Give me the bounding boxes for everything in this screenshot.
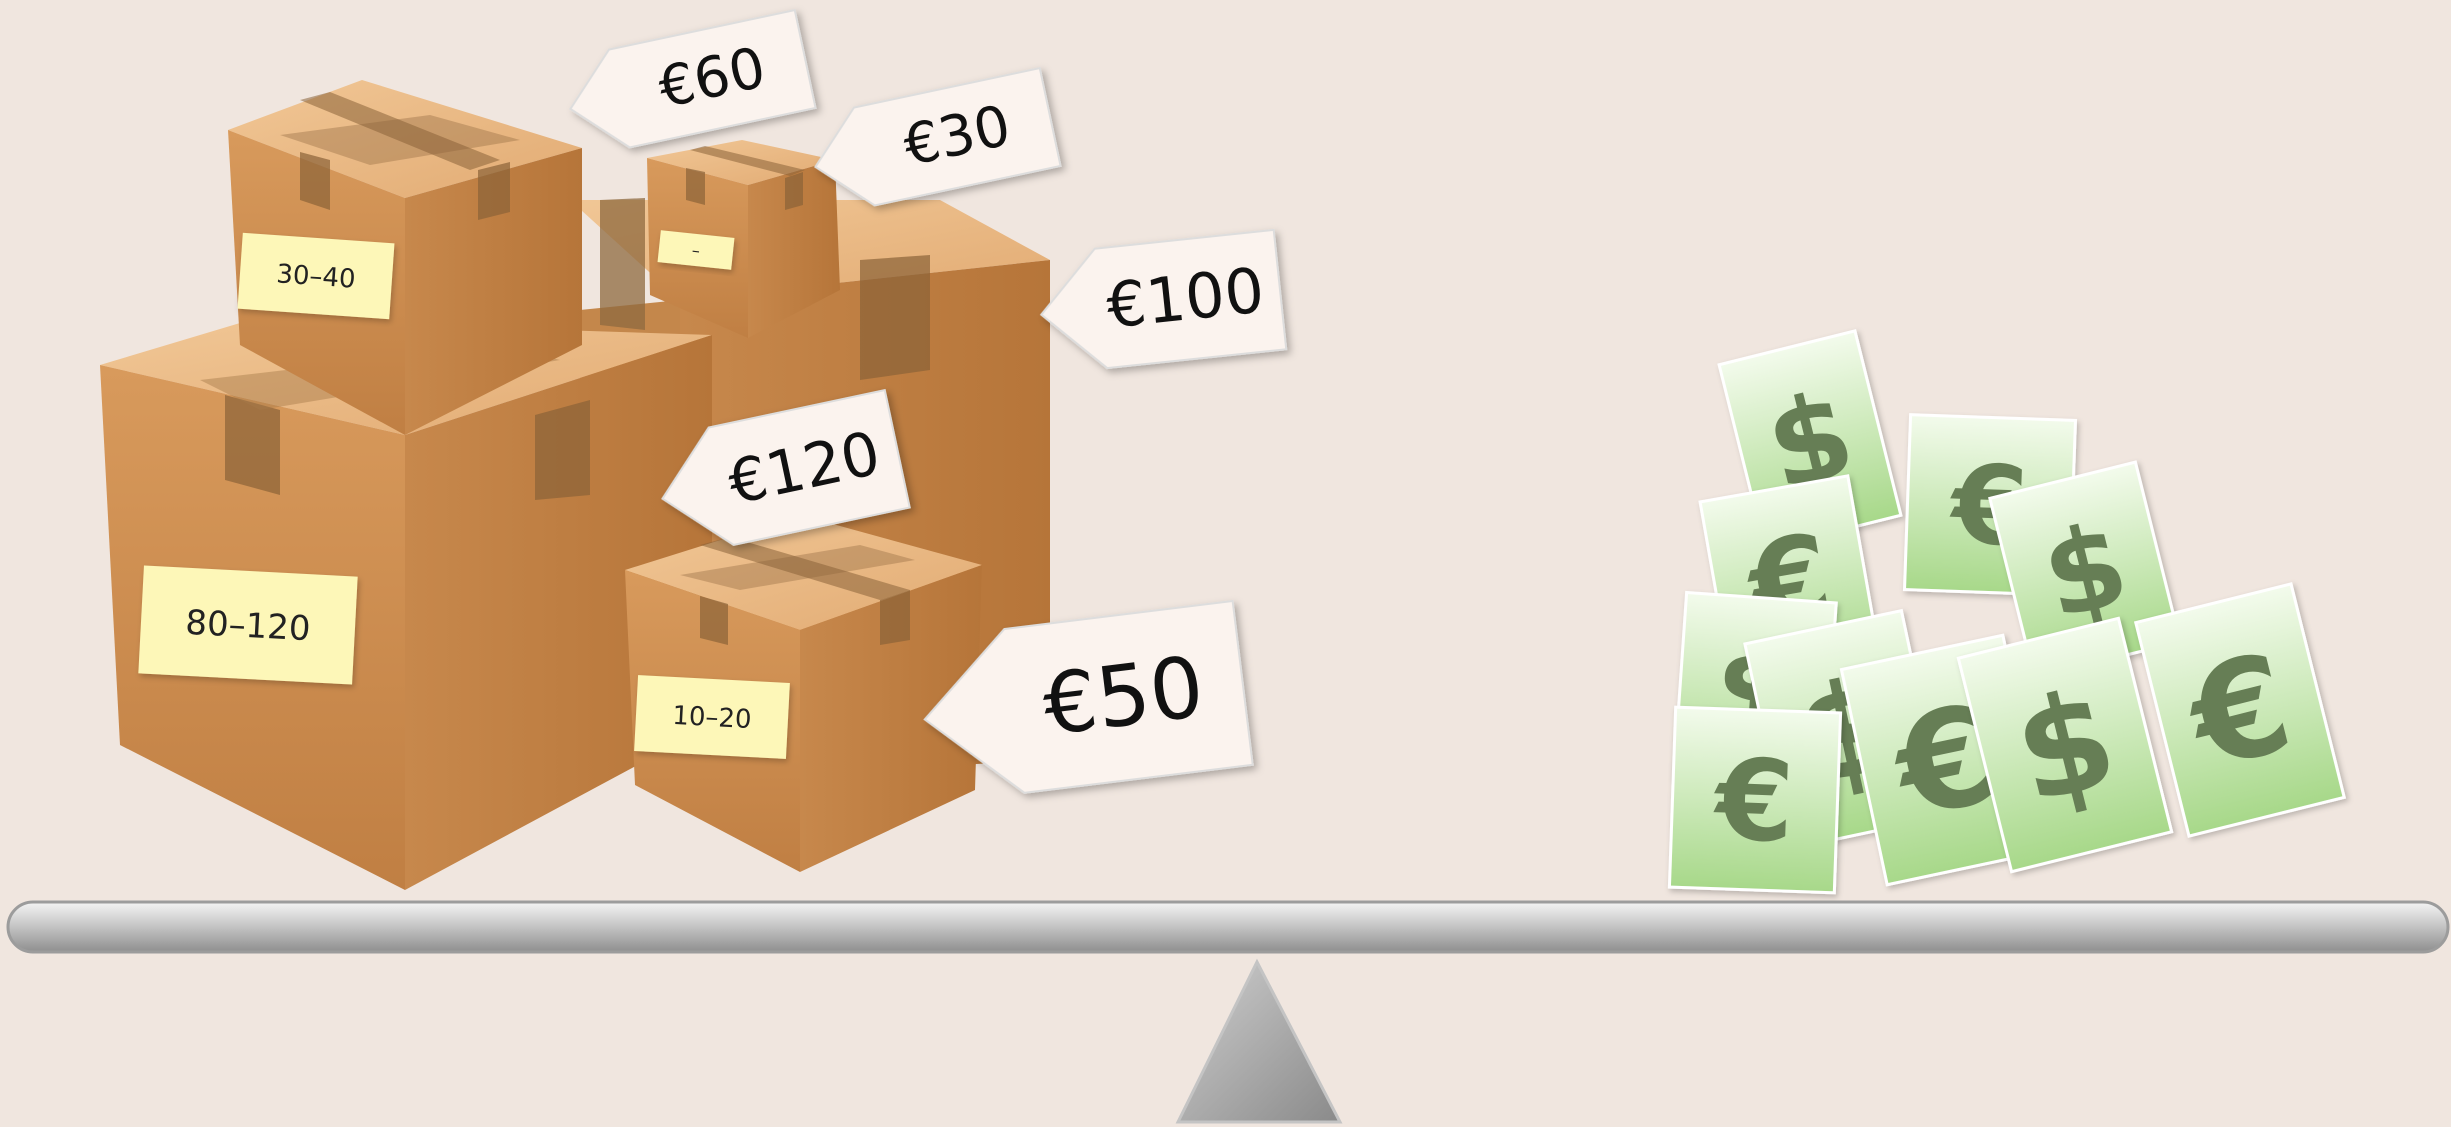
euro-symbol: €	[1711, 735, 1796, 868]
price-tag-50-text: €50	[1038, 638, 1209, 755]
box-tape	[225, 395, 280, 495]
note-front-right-box: 10–20	[634, 675, 790, 759]
note-front-right-box-label: 10–20	[672, 701, 753, 735]
note-large-box-label: 80–120	[184, 603, 311, 649]
money-pile: $€$€$$€€$€	[1669, 331, 2344, 893]
money-bill: €	[1669, 707, 1840, 893]
note-top-left-box-label: 30–40	[275, 259, 356, 294]
box-tape	[700, 596, 728, 645]
box-tape	[860, 255, 930, 380]
price-tag-60: €60	[560, 10, 816, 158]
box-tape	[600, 198, 645, 330]
price-tag-100: €100	[1035, 230, 1286, 374]
box-tape	[535, 400, 590, 500]
scale-fulcrum	[1178, 962, 1340, 1122]
box-tape	[300, 152, 330, 210]
box-tape	[785, 172, 803, 210]
scale-beam	[8, 902, 2448, 952]
price-tag-30: €30	[805, 68, 1061, 216]
box-tape	[686, 168, 705, 205]
money-bill: €	[2136, 584, 2344, 836]
box-tape	[478, 162, 510, 220]
note-top-left-box: 30–40	[238, 233, 395, 319]
note-large-box: 80–120	[138, 565, 357, 684]
